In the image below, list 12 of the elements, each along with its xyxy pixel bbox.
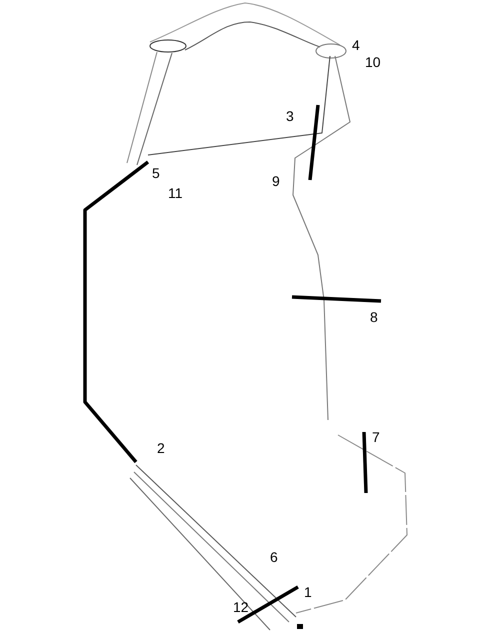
callout-number: 6	[270, 550, 278, 564]
callout-number: 3	[286, 109, 294, 123]
callout-number: 12	[233, 600, 249, 614]
callout-number: 7	[372, 430, 380, 444]
callout-number: 9	[272, 174, 280, 188]
callout-number: 11	[168, 186, 183, 200]
callout-number: 1	[304, 585, 312, 599]
callout-number: 2	[157, 441, 165, 455]
callout-number: 10	[365, 55, 381, 69]
callout-number: 4	[352, 38, 360, 52]
callout-number: 5	[152, 166, 160, 180]
callout-number: 8	[370, 310, 378, 324]
